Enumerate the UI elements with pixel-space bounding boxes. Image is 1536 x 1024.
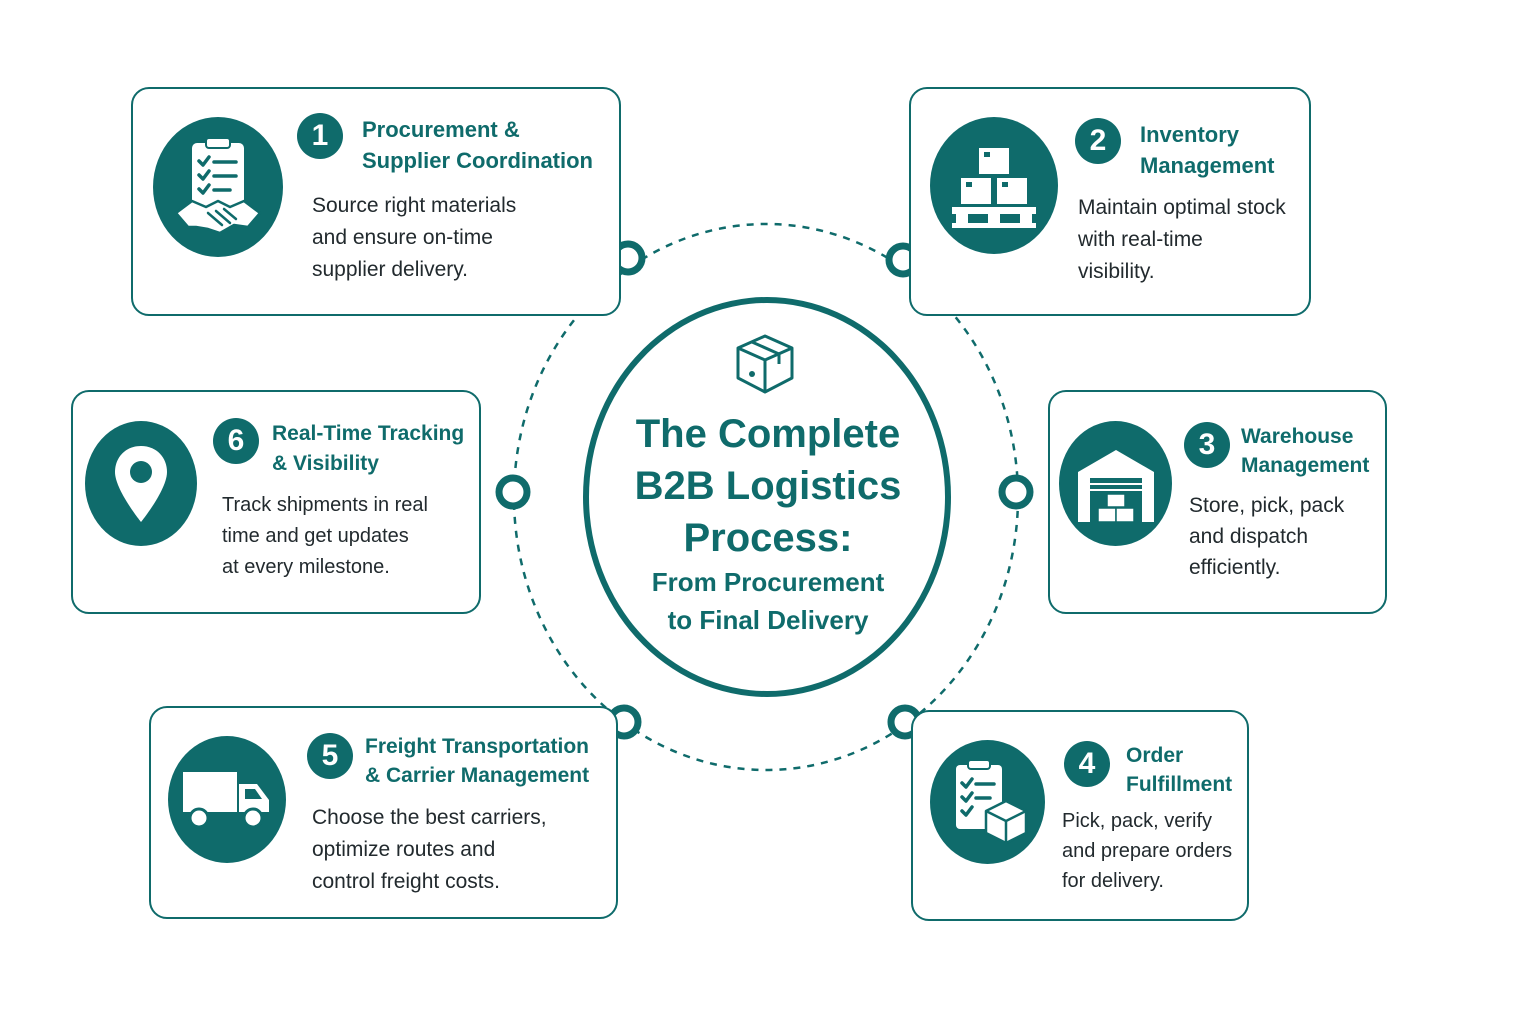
step-desc-5: Choose the best carriers, optimize route… <box>312 806 547 893</box>
clipboard-handshake-icon <box>153 117 283 257</box>
step-number-2: 2 <box>1075 118 1121 164</box>
step-number-3: 3 <box>1184 422 1230 468</box>
step-number-5: 5 <box>307 733 353 779</box>
step-number-4: 4 <box>1064 741 1110 787</box>
center-circle <box>583 297 951 697</box>
step-desc-1: Source right materials and ensure on-tim… <box>312 194 517 281</box>
step-desc-4: Pick, pack, verify and prepare orders fo… <box>1062 810 1233 892</box>
diagram-subtitle: From Procurement to Final Delivery <box>651 567 885 635</box>
step-desc-3: Store, pick, pack and dispatch efficient… <box>1189 494 1345 579</box>
connector-node-6 <box>495 474 531 510</box>
step-title-1: Procurement & Supplier Coordination <box>362 117 593 173</box>
step-title-3: Warehouse Management <box>1241 425 1370 477</box>
checklist-box-icon <box>930 740 1045 864</box>
step-desc-2: Maintain optimal stock with real-time vi… <box>1078 196 1286 283</box>
diagram-title: The Complete B2B Logistics Process: <box>634 412 902 560</box>
stacked-boxes-icon <box>930 117 1058 254</box>
connector-node-3 <box>998 474 1034 510</box>
truck-icon <box>168 736 286 863</box>
package-box-icon <box>732 330 798 401</box>
step-title-2: Inventory Management <box>1140 122 1275 178</box>
step-number-1: 1 <box>297 113 343 159</box>
step-desc-6: Track shipments in real time and get upd… <box>222 494 428 578</box>
warehouse-icon <box>1059 421 1172 546</box>
step-title-4: Order Fulfillment <box>1126 744 1233 796</box>
step-number-6: 6 <box>213 418 259 464</box>
location-pin-icon <box>85 421 197 546</box>
step-title-6: Real-Time Tracking & Visibility <box>272 422 465 475</box>
step-title-5: Freight Transportation & Carrier Managem… <box>365 735 590 787</box>
